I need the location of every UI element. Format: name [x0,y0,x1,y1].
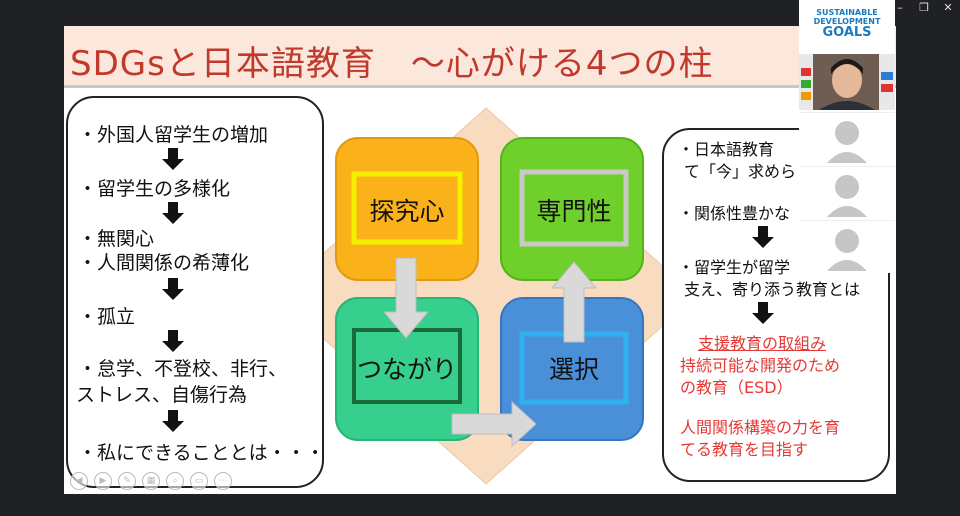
approach-red-heading: 支援教育の取組み [698,334,827,353]
sdg-logo-line: SUSTAINABLE [816,8,878,17]
approach-item: 支え、寄り添う教育とは [684,280,861,299]
issue-item: ・人間関係の希薄化 [78,252,250,274]
next-slide-icon[interactable]: ▶ [94,472,112,490]
subtitles-icon[interactable]: ▭ [190,472,208,490]
participant-tile[interactable] [799,166,895,219]
arrow-right [451,400,537,448]
arrow-up [550,261,598,343]
participant-tile[interactable] [799,220,895,273]
issue-item: ・外国人留学生の増加 [78,124,269,146]
restore-button[interactable]: ❐ [919,1,929,14]
quadrant-label-inquiry: 探究心 [369,197,445,226]
issue-item: ・私にできることとは・・・ [78,442,325,464]
approach-red-item: てる教育を目指す [680,440,809,459]
speaker-video[interactable] [799,54,895,110]
slide-title-bar: SDGsと日本語教育 ～心がける4つの柱 [64,26,896,88]
shared-slide: SDGsと日本語教育 ～心がける4つの柱 探究心 専門性 つながり 選択 ・外国… [64,26,896,494]
avatar-icon [827,121,867,163]
issue-item: ・怠学、不登校、非行、 [78,358,288,380]
window-controls: – ❐ ✕ [888,0,960,16]
down-arrow-icon [752,302,774,324]
more-options-icon[interactable]: ⋯ [214,472,232,490]
avatar-icon [827,175,867,217]
approach-red-item: の教育（ESD） [680,378,793,397]
down-arrow-icon [162,202,184,224]
issue-item: ・孤立 [78,306,136,328]
slide-title: SDGsと日本語教育 ～心がける4つの柱 [70,44,714,84]
approach-red-item: 持続可能な開発のため [680,356,841,375]
down-arrow-icon [162,410,184,432]
issue-item: ストレス、自傷行為 [76,384,248,406]
slide-nav-controls: ◀ ▶ ✎ ▦ ⌕ ▭ ⋯ [70,472,232,490]
zoom-icon[interactable]: ⌕ [166,472,184,490]
previous-slide-icon[interactable]: ◀ [70,472,88,490]
approach-item: ・関係性豊かな [678,204,791,223]
issues-box: ・外国人留学生の増加 ・留学生の多様化 ・無関心 ・人間関係の希薄化 ・孤立 ・… [66,96,325,488]
quadrant-label-choice: 選択 [548,355,599,384]
quadrant-label-expertise: 専門性 [536,197,612,226]
approach-item: て「今」求めら [684,162,797,181]
quadrant-label-connection: つながり [356,355,457,384]
approach-red-item: 人間関係構築の力を育 [680,418,841,437]
down-arrow-icon [162,330,184,352]
slides-grid-icon[interactable]: ▦ [142,472,160,490]
video-panel: SUSTAINABLE DEVELOPMENT GOALS [799,0,895,273]
down-arrow-icon [162,148,184,170]
speaker-image [799,54,895,110]
issue-item: ・留学生の多様化 [78,178,231,200]
down-arrow-icon [162,278,184,300]
sdg-logo-line: DEVELOPMENT [813,17,881,26]
sdg-logo: SUSTAINABLE DEVELOPMENT GOALS [809,8,885,40]
pen-icon[interactable]: ✎ [118,472,136,490]
approach-item: ・留学生が留学 [678,258,791,277]
approach-item: ・日本語教育 [678,140,775,159]
arrow-down [382,257,430,339]
avatar-icon [827,229,867,271]
minimize-button[interactable]: – [897,1,903,14]
issue-item: ・無関心 [78,228,155,250]
down-arrow-icon [752,226,774,248]
close-button[interactable]: ✕ [943,1,953,14]
participant-tile[interactable] [799,112,895,165]
sdg-logo-goals: GOALS [822,25,872,40]
pillars-diagram [275,107,697,485]
